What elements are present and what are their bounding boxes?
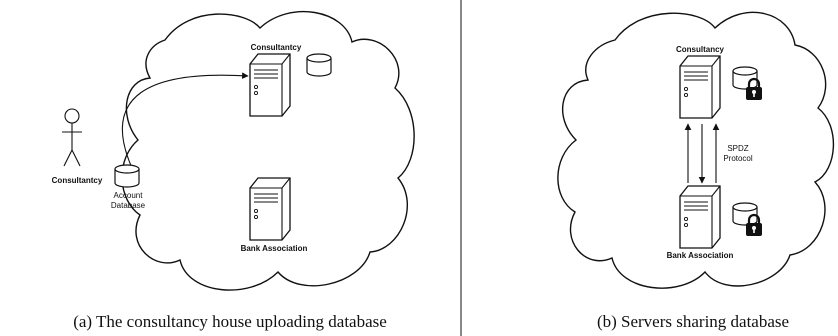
server-icon-bank [679, 185, 721, 249]
server-icon-consultancy [249, 53, 291, 117]
database-icon-consultancy [306, 53, 332, 77]
upload-arrow [121, 72, 249, 169]
person-label: Consultantcy [52, 176, 103, 185]
server-icon-consultancy [679, 55, 721, 119]
server-label-bank: Bank Association [241, 244, 308, 253]
server-label-consultancy: Consultancy [676, 45, 725, 54]
panel-a: Consultantcy Bank Association Consultant… [52, 10, 415, 331]
caption-a: (a) The consultancy house uploading data… [73, 312, 387, 331]
protocol-label-line1: SPDZ [727, 144, 748, 153]
server-label-bank: Bank Association [667, 251, 734, 260]
server-label-consultancy: Consultantcy [251, 43, 302, 52]
server-icon-bank [249, 177, 291, 241]
database-label-line1: Account [114, 191, 144, 200]
person-icon [62, 108, 82, 167]
panel-b: Consultancy SPDZ Protocol Bank Associati… [557, 11, 835, 331]
database-label-line2: Database [111, 201, 146, 210]
database-icon-account [114, 164, 140, 188]
cloud-shape-b [557, 11, 835, 289]
protocol-label-line2: Protocol [723, 154, 753, 163]
caption-b: (b) Servers sharing database [597, 312, 789, 331]
cloud-shape-a [121, 10, 415, 291]
